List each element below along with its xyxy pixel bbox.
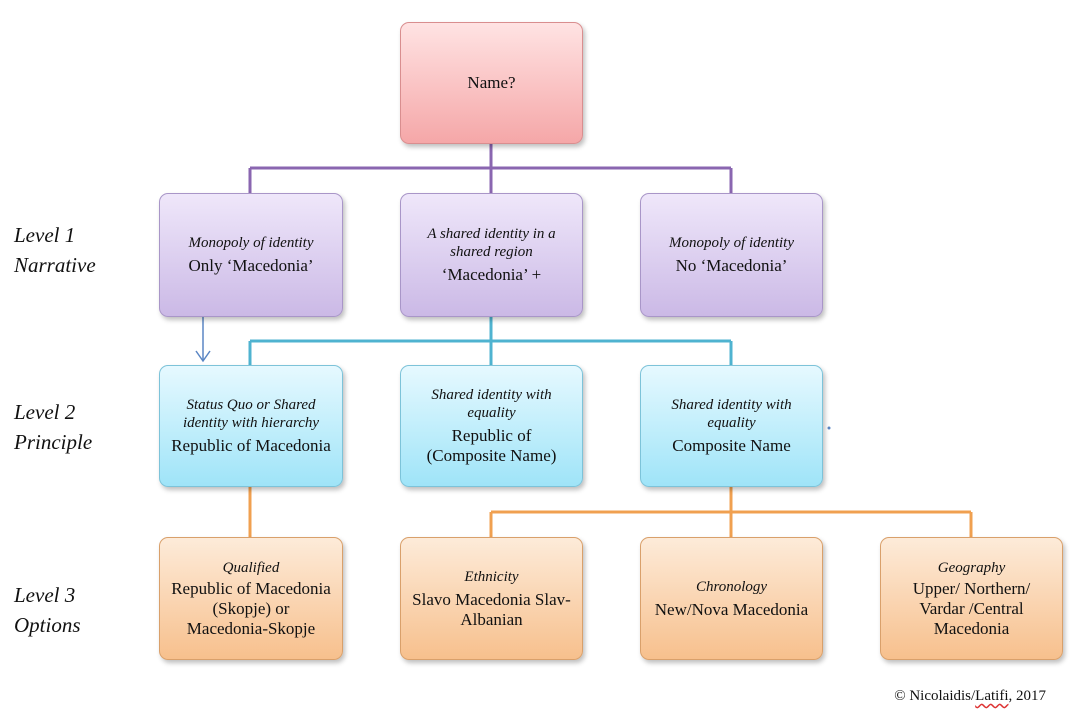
node-principle: A shared identity in a shared region bbox=[427, 226, 556, 260]
level3-node-ethnicity: Ethnicity Slavo Macedonia Slav-Albanian bbox=[400, 537, 583, 660]
node-principle: Monopoly of identity bbox=[188, 235, 314, 251]
node-option: Slavo Macedonia Slav-Albanian bbox=[412, 589, 571, 629]
connectors-level2 bbox=[248, 317, 733, 365]
node-category: Qualified bbox=[222, 559, 280, 576]
node-option: Republic of Macedonia (Skopje) or Macedo… bbox=[171, 578, 331, 638]
level2-node-shared-equality-composite: Shared identity with equality Composite … bbox=[640, 365, 823, 487]
root-label: Name? bbox=[467, 73, 516, 92]
level3-node-qualified: Qualified Republic of Macedonia (Skopje)… bbox=[159, 537, 343, 660]
node-category: Ethnicity bbox=[464, 568, 519, 585]
node-option: Only ‘Macedonia’ bbox=[188, 256, 314, 275]
node-option: Republic of (Composite Name) bbox=[426, 426, 557, 465]
root-node-name: Name? bbox=[400, 22, 583, 144]
node-principle: Shared identity with equality bbox=[431, 387, 552, 421]
node-principle: Monopoly of identity bbox=[669, 235, 794, 251]
node-option: New/Nova Macedonia bbox=[654, 599, 809, 619]
node-option: Upper/ Northern/ Vardar /Central Macedon… bbox=[912, 578, 1031, 638]
node-option: Republic of Macedonia bbox=[171, 436, 331, 455]
node-category: Geography bbox=[937, 559, 1006, 576]
copyright-credit: © Nicolaidis/Latifi, 2017 bbox=[894, 688, 1046, 704]
arrow-level1-to-level2 bbox=[195, 317, 211, 363]
connectors-level1 bbox=[248, 144, 733, 193]
level3-node-chronology: Chronology New/Nova Macedonia bbox=[640, 537, 823, 660]
level1-node-shared-region: A shared identity in a shared region ‘Ma… bbox=[400, 193, 583, 317]
level1-node-monopoly-only: Monopoly of identity Only ‘Macedonia’ bbox=[159, 193, 343, 317]
node-principle: Shared identity with equality bbox=[671, 397, 792, 431]
level2-node-shared-equality-republic: Shared identity with equality Republic o… bbox=[400, 365, 583, 487]
level2-node-status-quo: Status Quo or Shared identity with hiera… bbox=[159, 365, 343, 487]
node-category: Chronology bbox=[695, 578, 768, 595]
node-option: Composite Name bbox=[672, 436, 791, 455]
level3-node-geography: Geography Upper/ Northern/ Vardar /Centr… bbox=[880, 537, 1063, 660]
connectors-level3 bbox=[248, 487, 973, 537]
node-option: ‘Macedonia’ + bbox=[441, 265, 542, 284]
node-option: No ‘Macedonia’ bbox=[675, 256, 788, 275]
level1-node-monopoly-none: Monopoly of identity No ‘Macedonia’ bbox=[640, 193, 823, 317]
stray-dot bbox=[827, 426, 831, 430]
node-principle: Status Quo or Shared identity with hiera… bbox=[182, 397, 320, 431]
